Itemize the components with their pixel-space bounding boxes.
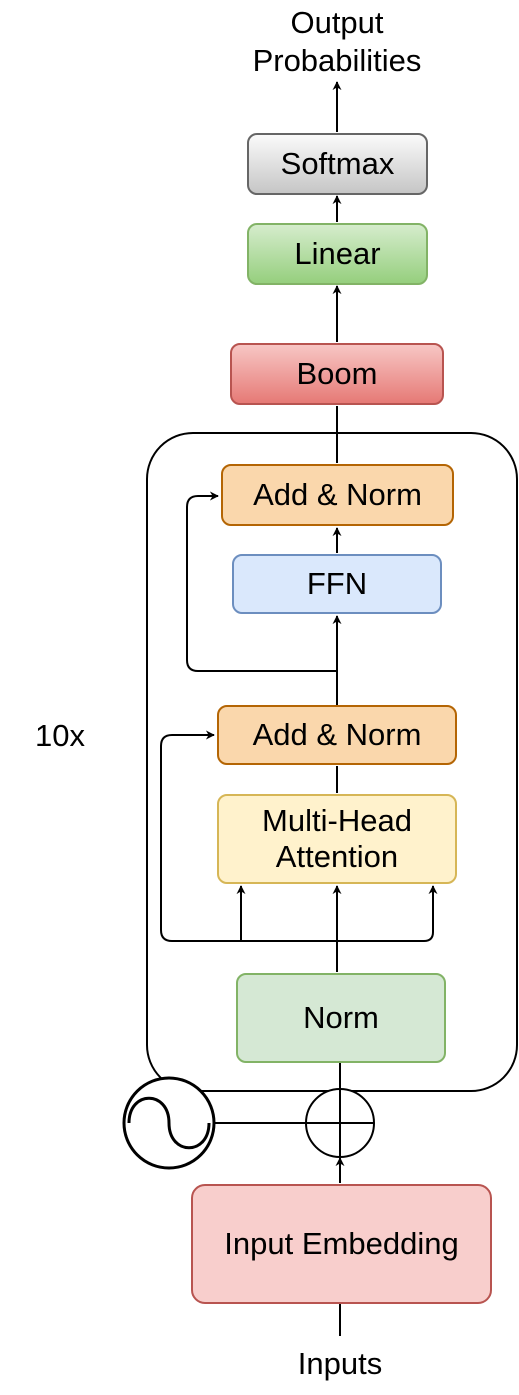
softmax-box: Softmax [247, 133, 428, 195]
residual-attention [160, 730, 337, 942]
input-embedding-box: Input Embedding [191, 1184, 492, 1304]
add-norm-bottom-box: Add & Norm [217, 705, 457, 765]
linear-box: Linear [247, 223, 428, 285]
ffn-box: FFN [232, 554, 442, 614]
residual-ffn [186, 491, 337, 672]
positional-encoding-icon [122, 1076, 216, 1170]
add-icon [305, 1088, 375, 1158]
repeat-count-label: 10x [35, 718, 85, 753]
add-norm-top-box: Add & Norm [221, 464, 454, 526]
boom-box: Boom [230, 343, 444, 405]
output-probabilities-label: Output Probabilities [252, 5, 422, 78]
arrow-attention-v [337, 885, 438, 942]
multi-head-attention-box: Multi-Head Attention [217, 794, 457, 884]
inputs-label: Inputs [297, 1346, 383, 1381]
norm-box: Norm [236, 973, 446, 1063]
